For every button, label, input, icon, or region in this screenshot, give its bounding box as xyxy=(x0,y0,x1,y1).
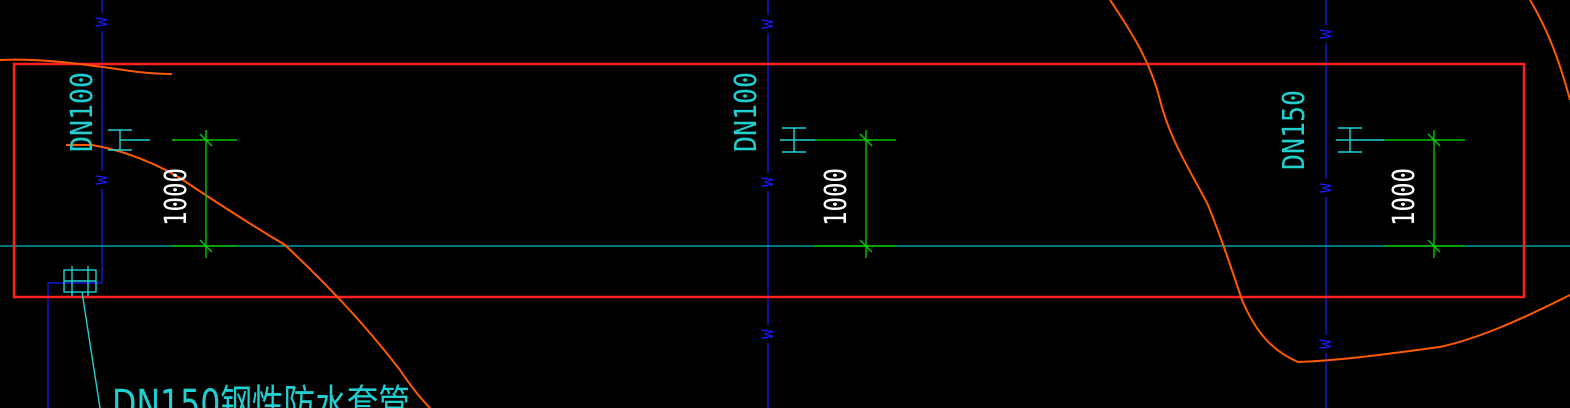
pipe-marker-gap xyxy=(761,15,775,33)
pipe-marker-w: W xyxy=(1316,183,1335,193)
pipe-branch-left xyxy=(47,282,102,408)
dim-right-tick-top xyxy=(1427,133,1441,147)
dim-left-tick-bottom xyxy=(199,239,213,253)
sleeve-note: DN150钢性防水套管 xyxy=(112,382,410,408)
pipe-label-right: DN150 xyxy=(1277,90,1312,170)
pipe-marker-w: W xyxy=(1316,29,1335,39)
dim-text-left: 1000 xyxy=(159,168,194,226)
pipe-markers: W W W W W W W W xyxy=(92,13,1335,353)
pipe-marker-w: W xyxy=(758,177,777,187)
contour-top-left xyxy=(0,58,173,75)
water-pipes xyxy=(47,0,1327,408)
contour-diagonal xyxy=(66,144,431,408)
dim-middle-tick-top xyxy=(859,133,873,147)
dim-text-right: 1000 xyxy=(1387,168,1422,226)
pipe-label-middle: DN100 xyxy=(729,72,764,152)
pipe-marker-gap xyxy=(1319,335,1333,353)
pipe-marker-gap xyxy=(761,325,775,343)
contour-right-s xyxy=(1109,0,1570,364)
valve-symbol-middle xyxy=(780,127,815,153)
valve-symbol-left xyxy=(108,129,150,151)
dim-text-middle: 1000 xyxy=(819,168,854,226)
highlight-frame xyxy=(12,62,1526,299)
dim-right-tick-bottom xyxy=(1427,239,1441,253)
pipe-marker-w: W xyxy=(92,175,111,185)
pipe-marker-w: W xyxy=(92,17,111,27)
sleeve-leader xyxy=(81,291,101,408)
pipe-marker-w: W xyxy=(758,329,777,339)
valve-symbols xyxy=(108,127,1384,153)
pipe-label-left: DN100 xyxy=(65,72,100,152)
contour-far-right xyxy=(1529,0,1570,101)
pipe-marker-gap xyxy=(1319,179,1333,197)
valve-symbol-right xyxy=(1336,127,1384,153)
dim-left-tick-top xyxy=(199,133,213,147)
pipe-marker-gap xyxy=(95,171,109,189)
pipe-marker-w: W xyxy=(1316,339,1335,349)
pipe-marker-gap xyxy=(1319,25,1333,43)
dimensions xyxy=(172,130,1465,258)
sleeve-symbol xyxy=(63,266,101,408)
pipe-marker-gap xyxy=(761,173,775,191)
pipe-marker-gap xyxy=(95,13,109,31)
pipe-marker-w: W xyxy=(758,19,777,29)
dim-middle-tick-bottom xyxy=(859,239,873,253)
